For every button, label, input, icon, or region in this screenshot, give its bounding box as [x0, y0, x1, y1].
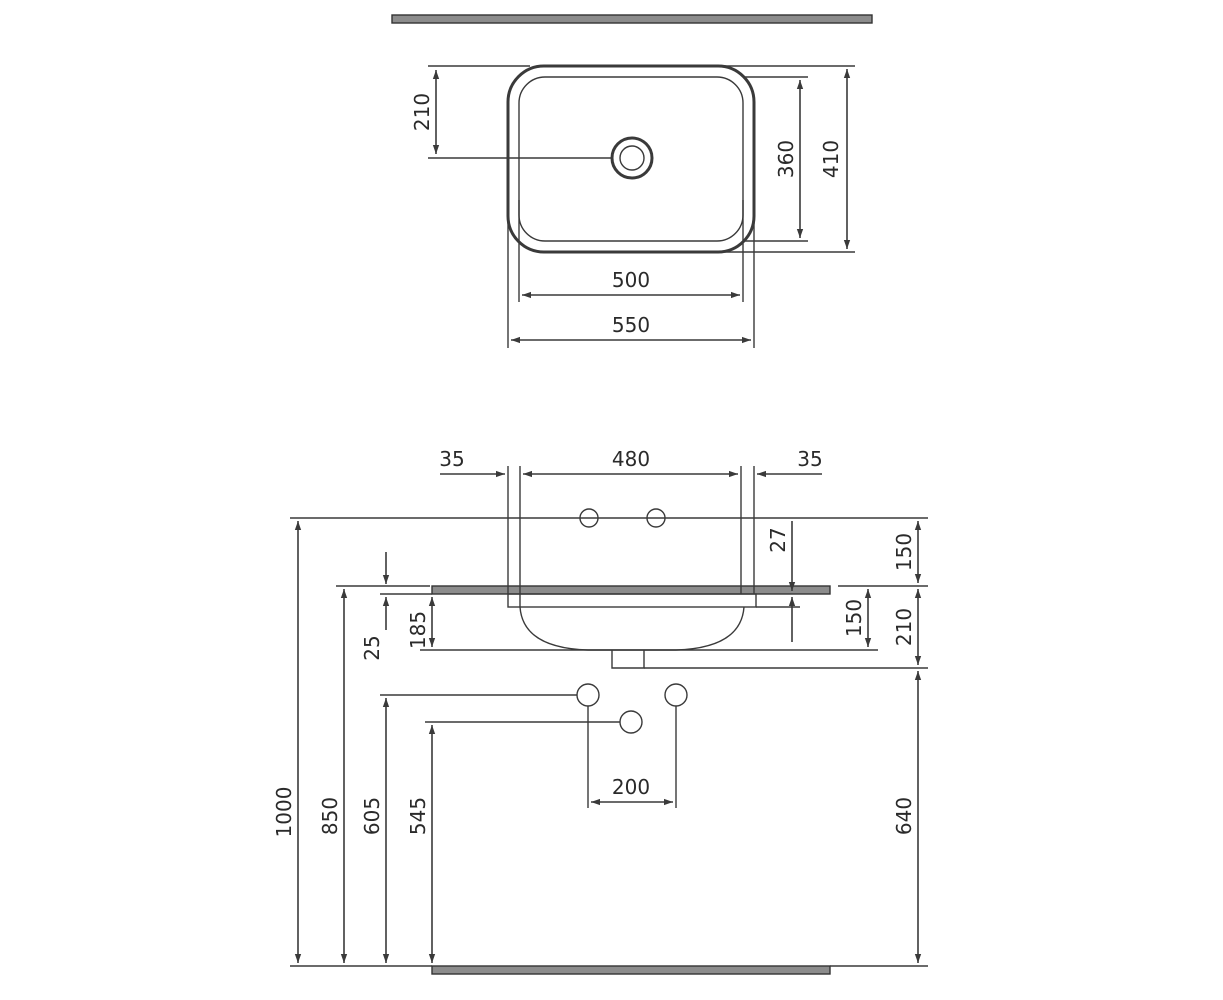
dim-label-middle-width: 480 — [612, 447, 650, 471]
top-view: 210 360 410 500 550 — [391, 14, 873, 348]
dim-label-right-margin: 35 — [797, 447, 822, 471]
front-view: 35 480 35 27 150 210 150 25 — [272, 447, 928, 975]
dim-label-outer-depth: 410 — [819, 140, 843, 178]
supply-hole-right — [664, 683, 688, 707]
dim-label-countertop-height: 850 — [318, 797, 342, 835]
dim-label-left-margin: 35 — [439, 447, 464, 471]
wall-slab-top — [391, 14, 873, 24]
dim-label-inner-depth: 360 — [774, 140, 798, 178]
basin-inner-outline — [518, 76, 744, 242]
dim-label-tap-height: 150 — [892, 533, 916, 571]
drain-hole-inner — [619, 145, 645, 171]
dim-label-total-height: 1000 — [272, 787, 296, 838]
basin-rim — [507, 593, 757, 608]
dim-label-bowl-depth: 210 — [892, 608, 916, 646]
drain-hole-outer — [610, 136, 654, 180]
dim-label-rim-to-bottom: 185 — [406, 611, 430, 649]
dim-label-outer-width: 550 — [612, 313, 650, 337]
dim-label-bowl-inner: 150 — [842, 599, 866, 637]
dim-label-supply-spacing: 200 — [612, 775, 650, 799]
dim-label-floor-to-bowl: 640 — [892, 797, 916, 835]
drain-outlet — [611, 650, 645, 669]
dim-label-waste-height: 545 — [406, 797, 430, 835]
dim-label-tap-offset: 27 — [766, 527, 790, 552]
basin-bowl — [519, 606, 745, 651]
countertop-slab — [431, 585, 831, 595]
dim-label-drain-offset: 210 — [410, 93, 434, 131]
dim-label-rim-thickness: 25 — [360, 635, 384, 660]
waste-hole — [619, 710, 643, 734]
floor-slab — [431, 965, 831, 975]
dim-label-supply-height: 605 — [360, 797, 384, 835]
supply-hole-left — [576, 683, 600, 707]
dim-label-inner-width: 500 — [612, 268, 650, 292]
